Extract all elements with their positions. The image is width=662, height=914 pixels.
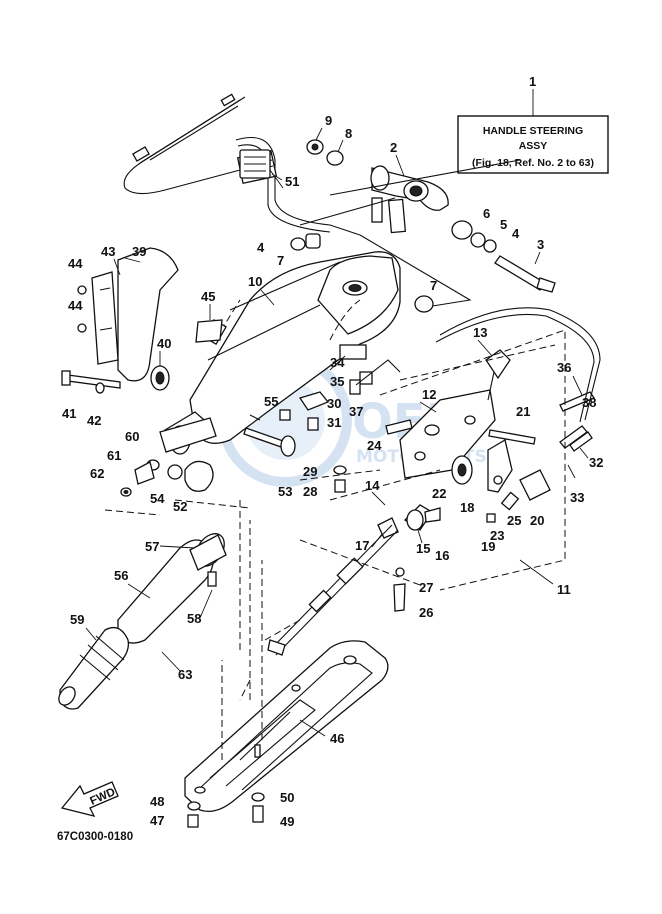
assembly-guide-lines [104,329,566,760]
header-reference: (Fig. 18, Ref. No. 2 to 63) [472,157,594,169]
decal [195,319,223,343]
callout-1: 1 [529,74,536,89]
callout-12: 12 [422,387,436,402]
callout-19: 19 [481,539,495,554]
callout-55: 55 [264,394,278,409]
callout-63: 63 [178,667,192,682]
callout-7a: 7 [277,253,284,268]
callout-41: 41 [62,406,76,421]
handle-bracket-left [61,247,179,394]
callout-61: 61 [107,448,121,463]
callout-9: 9 [325,113,332,128]
callout-4a: 4 [512,226,520,241]
steering-bracket [163,251,401,455]
callout-29: 29 [303,464,317,479]
callout-23: 23 [490,528,504,543]
callout-27: 27 [419,580,433,595]
callout-43: 43 [101,244,115,259]
callout-53: 53 [278,484,292,499]
swivel-arm-assembly [299,159,521,309]
callout-22: 22 [432,486,446,501]
shift-rod [267,409,406,656]
callout-17: 17 [355,538,369,553]
callout-59: 59 [70,612,84,627]
callout-47: 47 [150,813,164,828]
callout-6: 6 [483,206,490,221]
diagram-code: 67C0300-0180 [57,831,133,843]
callout-44b: 44 [68,298,83,313]
callout-21: 21 [516,404,530,419]
callout-4b: 4 [257,240,265,255]
callout-14: 14 [365,478,380,493]
callout-7b: 7 [430,278,437,293]
bottom-cover [184,640,389,828]
callout-38: 38 [582,395,596,410]
connector [239,149,271,179]
callout-5: 5 [500,217,507,232]
callout-49: 49 [280,814,294,829]
callout-10: 10 [248,274,262,289]
callout-39: 39 [132,244,146,259]
header-title-line2: ASSY [519,140,548,152]
lock-bolt [243,414,347,493]
washers-and-bushings [290,139,556,313]
callout-46: 46 [330,731,344,746]
callout-33: 33 [570,490,584,505]
leader-lines [85,127,589,737]
throttle-grip-assembly [58,417,227,710]
callout-11: 11 [557,582,571,597]
callout-60: 60 [125,429,139,444]
callout-20: 20 [530,513,544,528]
callout-2: 2 [390,140,397,155]
fwd-arrow-icon: FWD [60,781,119,817]
callout-13: 13 [473,325,487,340]
callout-52: 52 [173,499,187,514]
callout-36: 36 [557,360,571,375]
callout-44a: 44 [68,256,83,271]
callout-56: 56 [114,568,128,583]
callout-24: 24 [367,438,382,453]
callout-58: 58 [187,611,201,626]
callout-40: 40 [157,336,171,351]
callout-54: 54 [150,491,165,506]
callout-3: 3 [537,237,544,252]
handle-steering-assy-box: HANDLE STEERING ASSY (Fig. 18, Ref. No. … [457,89,609,174]
callout-15: 15 [416,541,430,556]
callout-32: 32 [589,455,603,470]
header-title-line1: HANDLE STEERING [483,125,583,137]
callout-labels: 1 2 3 4 4 5 6 7 7 8 9 10 11 12 13 14 15 … [62,74,603,829]
callout-28: 28 [303,484,317,499]
fwd-label: FWD [88,786,117,808]
callout-31: 31 [327,415,341,430]
callout-62: 62 [90,466,104,481]
callout-16: 16 [435,548,449,563]
callout-45: 45 [201,289,215,304]
callout-50: 50 [280,790,294,805]
callout-48: 48 [150,794,164,809]
callout-35: 35 [330,374,344,389]
callout-42: 42 [87,413,101,428]
callout-57: 57 [145,539,159,554]
callout-37: 37 [349,404,363,419]
callout-8: 8 [345,126,352,141]
callout-30: 30 [327,396,341,411]
callout-25: 25 [507,513,521,528]
shift-mechanism [298,307,601,539]
callout-51: 51 [285,174,299,189]
callout-26: 26 [419,605,433,620]
callout-18: 18 [460,500,474,515]
